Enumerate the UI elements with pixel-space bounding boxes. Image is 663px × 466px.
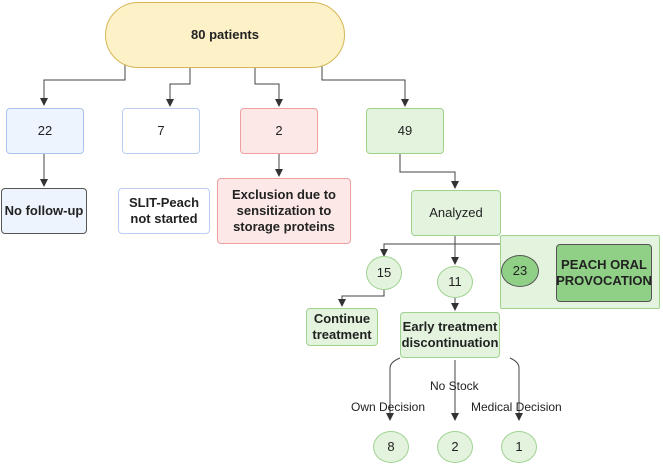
node-analyzed: Analyzed — [411, 190, 501, 236]
label-own-decision: Own Decision — [351, 400, 426, 414]
node-11: 11 — [437, 266, 473, 298]
node-49: 49 — [366, 108, 444, 154]
node-23-label: 23 — [512, 263, 528, 278]
node-7-label: 7 — [157, 123, 165, 138]
edge-49-analyzed — [399, 154, 459, 189]
edge-root-22 — [40, 62, 126, 106]
node-early-discontinuation: Early treatment discontinuation — [400, 312, 500, 358]
node-continue-treatment: Continue treatment — [306, 308, 378, 346]
node-15-label: 15 — [376, 265, 392, 280]
edge-root-2 — [254, 66, 283, 107]
edge-root-49 — [321, 62, 409, 107]
node-2-bottom-label: 2 — [451, 439, 459, 454]
node-15: 15 — [366, 256, 402, 290]
node-8: 8 — [373, 431, 409, 463]
node-2-bottom: 2 — [437, 431, 473, 463]
node-8-label: 8 — [387, 439, 395, 454]
node-peach-oral-provocation: PEACH ORAL PROVOCATION — [556, 244, 652, 302]
node-22-label: 22 — [37, 123, 53, 138]
node-2-label: 2 — [275, 123, 283, 138]
node-23: 23 — [501, 255, 539, 287]
node-exclusion-label: Exclusion due to sensitization to storag… — [231, 187, 336, 234]
edge-root-7 — [166, 66, 191, 107]
edge-15-continue — [338, 290, 385, 307]
bracket-early — [389, 357, 520, 369]
node-49-label: 49 — [397, 123, 413, 138]
node-no-follow-up: No follow-up — [1, 188, 87, 234]
node-7: 7 — [122, 108, 200, 154]
node-2: 2 — [240, 108, 318, 154]
label-no-stock: No Stock — [430, 379, 479, 393]
node-22: 22 — [6, 108, 84, 154]
node-slit-peach-label: SLIT-Peach not started — [128, 195, 200, 226]
node-early-discontinuation-label: Early treatment discontinuation — [401, 319, 499, 350]
node-slit-peach-not-started: SLIT-Peach not started — [118, 188, 210, 234]
node-no-follow-up-label: No follow-up — [4, 203, 84, 218]
node-80-patients-label: 80 patients — [191, 27, 259, 42]
node-80-patients: 80 patients — [105, 2, 345, 68]
node-exclusion: Exclusion due to sensitization to storag… — [217, 178, 351, 244]
node-11-label: 11 — [448, 274, 462, 289]
node-1-label: 1 — [515, 439, 523, 454]
node-peach-oral-label: PEACH ORAL PROVOCATION — [556, 257, 652, 288]
edge-analyzed-15 — [380, 236, 456, 257]
node-analyzed-label: Analyzed — [429, 205, 483, 220]
node-continue-treatment-label: Continue treatment — [312, 311, 372, 342]
node-1: 1 — [501, 431, 537, 463]
label-medical-decision: Medical Decision — [471, 400, 562, 414]
